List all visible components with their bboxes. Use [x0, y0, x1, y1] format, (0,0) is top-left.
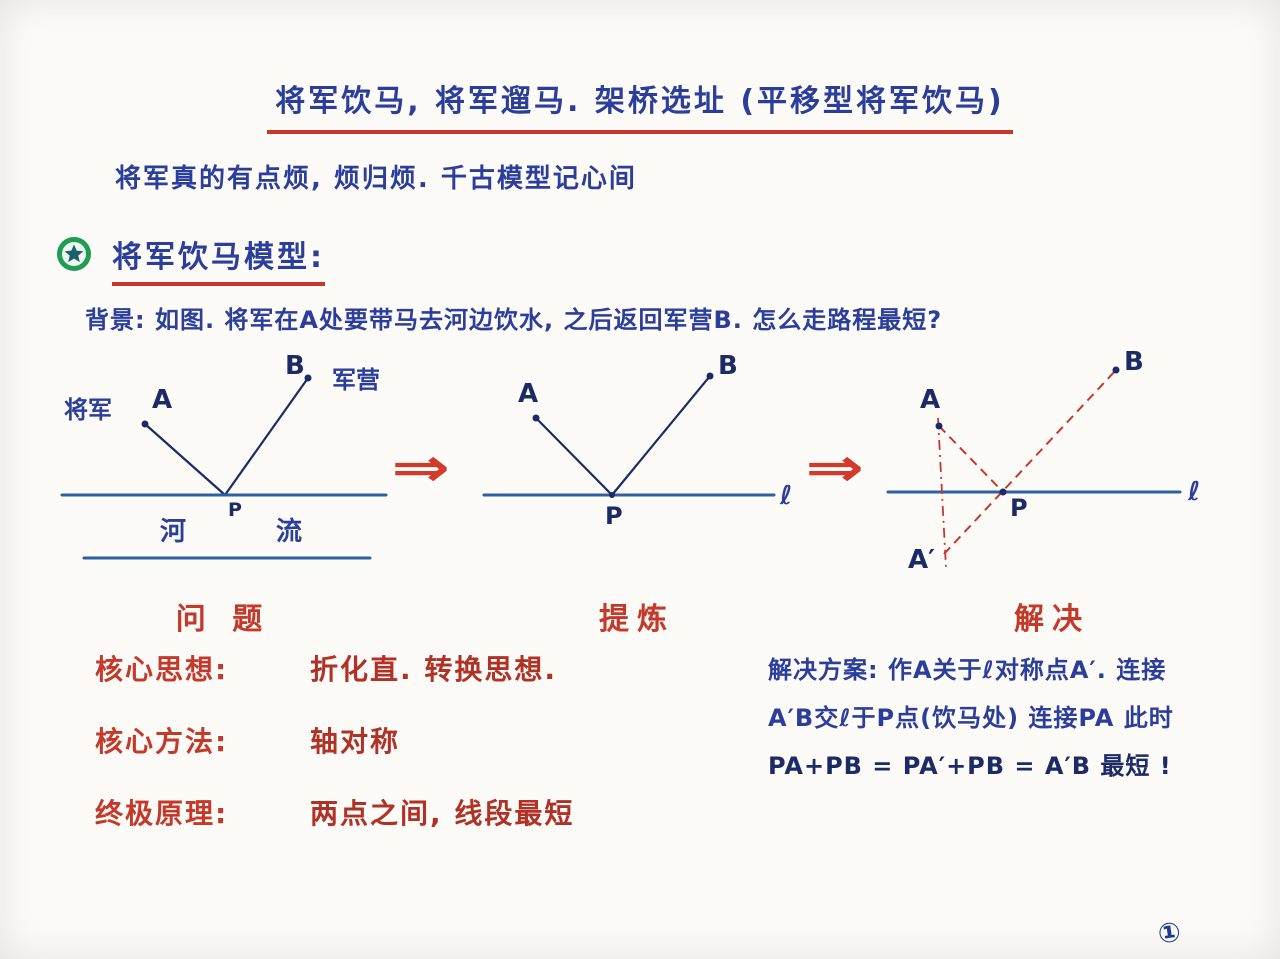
caption-solve: 解决 [1014, 602, 1090, 637]
river-left-char: 河 [160, 517, 186, 547]
segment-ap [143, 422, 227, 497]
solve-figure: A B P A′ ℓ [886, 347, 1200, 575]
star-shape [64, 244, 84, 263]
star-icon [57, 237, 91, 271]
double-arrow-glyph: ⇒ [391, 436, 451, 499]
point-a-dot [532, 414, 540, 422]
key-idea-value: 折化直. 转换思想. [310, 653, 558, 686]
section-heading: 将军饮马模型: [112, 232, 325, 286]
segment-ap [938, 425, 1004, 493]
point-a-dot [935, 422, 943, 430]
diagram-refine: A B P ℓ 提炼 [472, 344, 802, 638]
implies-arrow-1: ⇒ [391, 436, 450, 499]
caption-refine: 提炼 [599, 602, 675, 637]
page-title: 将军饮马, 将军遛马. 架桥选址 (平移型将军饮马) [267, 76, 1013, 134]
caption-problem: 问 题 [175, 602, 271, 637]
key-idea-value: 两点之间, 线段最短 [310, 797, 575, 830]
key-idea-row: 终极原理: 两点之间, 线段最短 [95, 792, 574, 864]
key-ideas-block: 核心思想: 折化直. 转换思想. 核心方法: 轴对称 终极原理: 两点之间, 线… [95, 648, 574, 864]
key-idea-row: 核心思想: 折化直. 转换思想. [95, 648, 574, 720]
point-b-dot [304, 374, 312, 382]
point-b-label: B [1124, 347, 1144, 377]
reflection-axis-aa-prime [937, 417, 947, 569]
point-a-label: A [518, 379, 538, 409]
point-a-prime-label: A′ [908, 545, 935, 575]
diagram-problem: 将军 A B 军营 P 河 流 问 题 [48, 344, 398, 638]
segment-aprime-b [943, 369, 1117, 555]
key-idea-label: 核心思想: [95, 653, 229, 686]
double-arrow-glyph: ⇒ [805, 436, 865, 499]
point-p-dot [999, 488, 1007, 496]
problem-figure: 将军 A B 军营 P 河 流 [60, 351, 388, 560]
line-l-label: ℓ [779, 481, 792, 511]
key-idea-row: 核心方法: 轴对称 [95, 720, 574, 792]
solution-text-block: 解决方案: 作A关于ℓ对称点A′. 连接 A′B交ℓ于P点(饮马处) 连接PA … [768, 646, 1218, 790]
river-right-char: 流 [276, 517, 302, 547]
point-a-label: A [152, 385, 172, 415]
camp-label: 军营 [332, 366, 380, 394]
point-p-label: P [605, 502, 623, 530]
implies-arrow-2: ⇒ [805, 436, 864, 499]
key-idea-label: 终极原理: [95, 797, 229, 830]
solution-line-3: PA+PB = PA′+PB = A′B 最短 ! [768, 752, 1172, 780]
general-label: 将军 [64, 396, 112, 424]
solution-line-2: A′B交ℓ于P点(饮马处) 连接PA 此时 [768, 704, 1174, 732]
background-text: 背景: 如图. 将军在A处要带马去河边饮水, 之后返回军营B. 怎么走路程最短? [85, 306, 943, 334]
point-a-label: A [920, 385, 940, 415]
segment-ap [534, 416, 614, 497]
segment-bp [223, 376, 310, 497]
point-b-dot [706, 372, 714, 380]
page-subtitle: 将军真的有点烦, 烦归烦. 千古模型记心间 [115, 164, 637, 194]
key-idea-label: 核心方法: [95, 725, 229, 758]
refine-figure: A B P ℓ [482, 351, 792, 530]
point-p-dot [609, 492, 615, 498]
title-row: 将军饮马, 将军遛马. 架桥选址 (平移型将军饮马) [0, 76, 1280, 134]
line-l-label: ℓ [1187, 477, 1200, 507]
segment-bp [610, 374, 712, 497]
solution-line-1: 解决方案: 作A关于ℓ对称点A′. 连接 [768, 656, 1167, 684]
point-b-label: B [718, 351, 738, 381]
point-b-label: B [285, 351, 305, 381]
diagram-solve: A B P A′ ℓ 解决 [872, 344, 1232, 638]
page-number: ① [1155, 916, 1183, 951]
point-a-dot [141, 420, 149, 428]
point-b-dot [1112, 366, 1120, 374]
point-p-label: P [1010, 494, 1028, 522]
point-p-label: P [228, 499, 242, 521]
key-idea-value: 轴对称 [310, 725, 401, 758]
